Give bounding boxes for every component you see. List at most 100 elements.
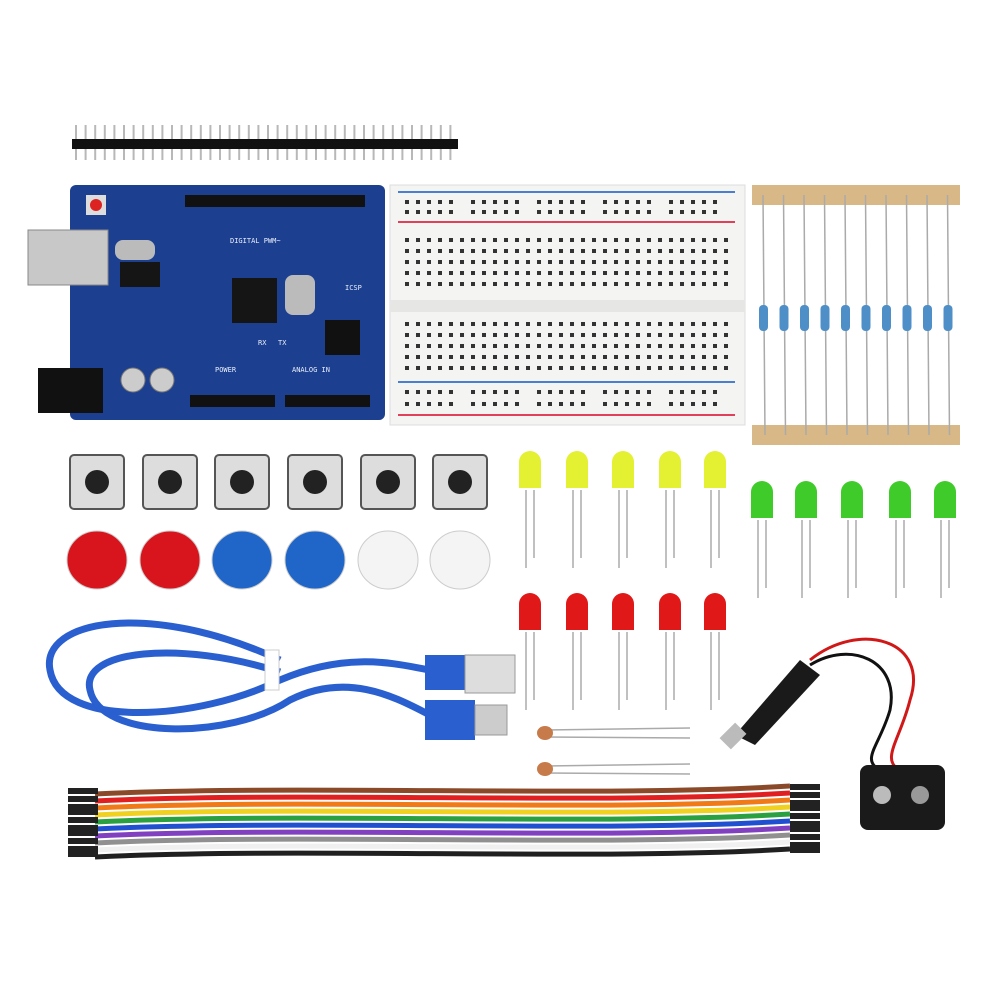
- led: [659, 593, 681, 630]
- jumper-pin-end: [790, 826, 820, 832]
- led: [659, 451, 681, 488]
- microcontroller-chip: [232, 278, 277, 323]
- jumper-wires: [68, 783, 820, 860]
- resistor-pack: [752, 185, 960, 445]
- jumper-pin-end: [790, 805, 820, 811]
- led: [704, 593, 726, 630]
- jumper-wire: [94, 832, 791, 846]
- silk-icsp: ICSP: [345, 284, 362, 292]
- dc-jack: [38, 368, 103, 413]
- silk-rx: RX: [258, 339, 267, 347]
- jumper-wire: [94, 804, 791, 818]
- led: [934, 481, 956, 518]
- led: [519, 593, 541, 630]
- jumper-pin-end: [790, 784, 820, 790]
- led: [612, 593, 634, 630]
- button-cap: [139, 530, 201, 590]
- jumper-wire: [94, 846, 791, 860]
- resistor: [820, 305, 830, 331]
- battery-clip-with-dc-plug: [719, 637, 945, 830]
- breadboard: [389, 184, 746, 426]
- usb-b-connector: [474, 704, 508, 736]
- resistor: [841, 305, 850, 331]
- resistor: [923, 305, 932, 331]
- button-cap: [211, 530, 273, 590]
- jumper-wire: [94, 811, 791, 825]
- button-cap: [357, 530, 419, 590]
- jumper-pin-end: [790, 834, 820, 840]
- tactile-button-plunger: [230, 470, 254, 494]
- jumper-pin-end: [68, 809, 98, 815]
- jumper-pin-end: [68, 804, 98, 810]
- resistor: [902, 305, 912, 331]
- jumper-pin-end: [68, 846, 98, 852]
- silk-power: POWER: [215, 366, 237, 374]
- photoresistors: [537, 726, 691, 776]
- led: [566, 451, 588, 488]
- resistor: [943, 305, 953, 331]
- jumper-wire: [94, 790, 791, 804]
- analog-header: [285, 395, 370, 407]
- reset-button: [90, 199, 102, 211]
- jumper-pin-end: [68, 851, 98, 857]
- cable-tie: [264, 649, 280, 691]
- usb-a-plug-housing: [425, 655, 465, 690]
- jumper-pin-end: [68, 796, 98, 802]
- led: [795, 481, 817, 518]
- resistor: [779, 305, 789, 331]
- button-cap: [66, 530, 128, 590]
- jumper-pin-end: [790, 800, 820, 806]
- button-cap: [429, 530, 491, 590]
- jumper-pin-end: [68, 788, 98, 794]
- jumper-pin-end: [790, 847, 820, 853]
- button-cap: [284, 530, 346, 590]
- resistor: [800, 305, 809, 331]
- tactile-button-plunger: [85, 470, 109, 494]
- silk-analog: ANALOG IN: [292, 366, 330, 374]
- led: [889, 481, 911, 518]
- led: [704, 451, 726, 488]
- push-buttons: [69, 454, 488, 510]
- usb-b-plug-housing: [425, 700, 475, 740]
- silk-tx: TX: [278, 339, 287, 347]
- usb-a-connector: [464, 654, 516, 694]
- usb-cable: [45, 619, 516, 740]
- jumper-wire: [94, 818, 791, 832]
- jumper-pin-end: [790, 842, 820, 848]
- led: [519, 451, 541, 488]
- arduino-uno-board: DIGITAL PWM~ POWER ANALOG IN RX TX ICSP: [27, 185, 385, 420]
- jumper-pin-end: [68, 825, 98, 831]
- jumper-wire: [94, 825, 791, 839]
- jumper-pin-end: [68, 838, 98, 844]
- leds: [519, 451, 956, 710]
- jumper-pin-end: [790, 821, 820, 827]
- led: [612, 451, 634, 488]
- led: [566, 593, 588, 630]
- resistor: [882, 305, 891, 331]
- tactile-button-plunger: [158, 470, 182, 494]
- resistor: [759, 305, 768, 331]
- usb-b-port: [27, 229, 109, 286]
- jumper-pin-end: [790, 813, 820, 819]
- header-body: [72, 139, 458, 149]
- led: [751, 481, 773, 518]
- button-caps: [66, 530, 491, 590]
- jumper-wire: [94, 797, 791, 811]
- power-header: [190, 395, 275, 407]
- digital-header: [185, 195, 365, 207]
- tactile-button-plunger: [448, 470, 472, 494]
- jumper-pin-end: [790, 792, 820, 798]
- jumper-pin-end: [68, 817, 98, 823]
- resistor: [861, 305, 871, 331]
- tactile-button-plunger: [376, 470, 400, 494]
- icsp-header: [325, 320, 360, 355]
- pin-header-strip: [72, 125, 458, 160]
- jumper-wire: [94, 783, 791, 797]
- led: [841, 481, 863, 518]
- jumper-wire: [94, 839, 791, 853]
- silk-digital: DIGITAL PWM~: [230, 237, 281, 245]
- jumper-pin-end: [68, 830, 98, 836]
- tactile-button-plunger: [303, 470, 327, 494]
